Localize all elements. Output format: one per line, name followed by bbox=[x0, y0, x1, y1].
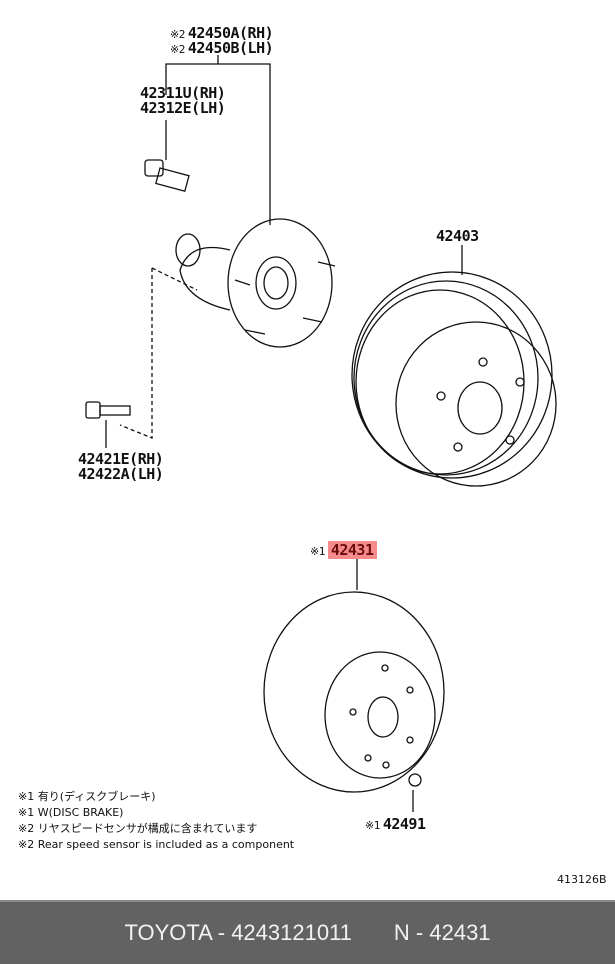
illustration-code: 413126B bbox=[557, 873, 607, 886]
label-42312E[interactable]: 42312E(LH) bbox=[140, 99, 226, 117]
brake-drum bbox=[351, 271, 557, 487]
brake-disc bbox=[263, 591, 445, 793]
parts-diagram bbox=[85, 55, 557, 812]
hole-plug bbox=[408, 773, 422, 787]
footer-bar: TOYOTA - 4243121011 N - 42431 bbox=[0, 900, 615, 964]
label-42421E[interactable]: 42421E(RH) bbox=[78, 450, 164, 468]
note: ※1 有り(ディスクブレーキ) bbox=[18, 790, 156, 803]
mounting-screw bbox=[85, 401, 131, 419]
part-number: TOYOTA - 4243121011 bbox=[124, 920, 352, 945]
label-42422A[interactable]: 42422A(LH) bbox=[78, 465, 164, 483]
reference-number: N - 42431 bbox=[393, 920, 491, 945]
footnotes: ※1 有り(ディスクブレーキ) ※1 W(DISC BRAKE) ※2 リヤスピ… bbox=[18, 789, 294, 853]
note: ※2 リヤスピードセンサが構成に含まれています bbox=[18, 822, 258, 835]
hub-bearing bbox=[175, 218, 336, 348]
highlighted-part-number: 42431 bbox=[327, 541, 377, 559]
label-42403[interactable]: 42403 bbox=[436, 227, 479, 245]
leader-lines bbox=[105, 55, 463, 812]
hub-bolt bbox=[144, 159, 190, 193]
note: ※2 Rear speed sensor is included as a co… bbox=[18, 838, 295, 851]
note: ※1 W(DISC BRAKE) bbox=[18, 806, 124, 819]
label-42311U[interactable]: 42311U(RH) bbox=[140, 84, 226, 102]
